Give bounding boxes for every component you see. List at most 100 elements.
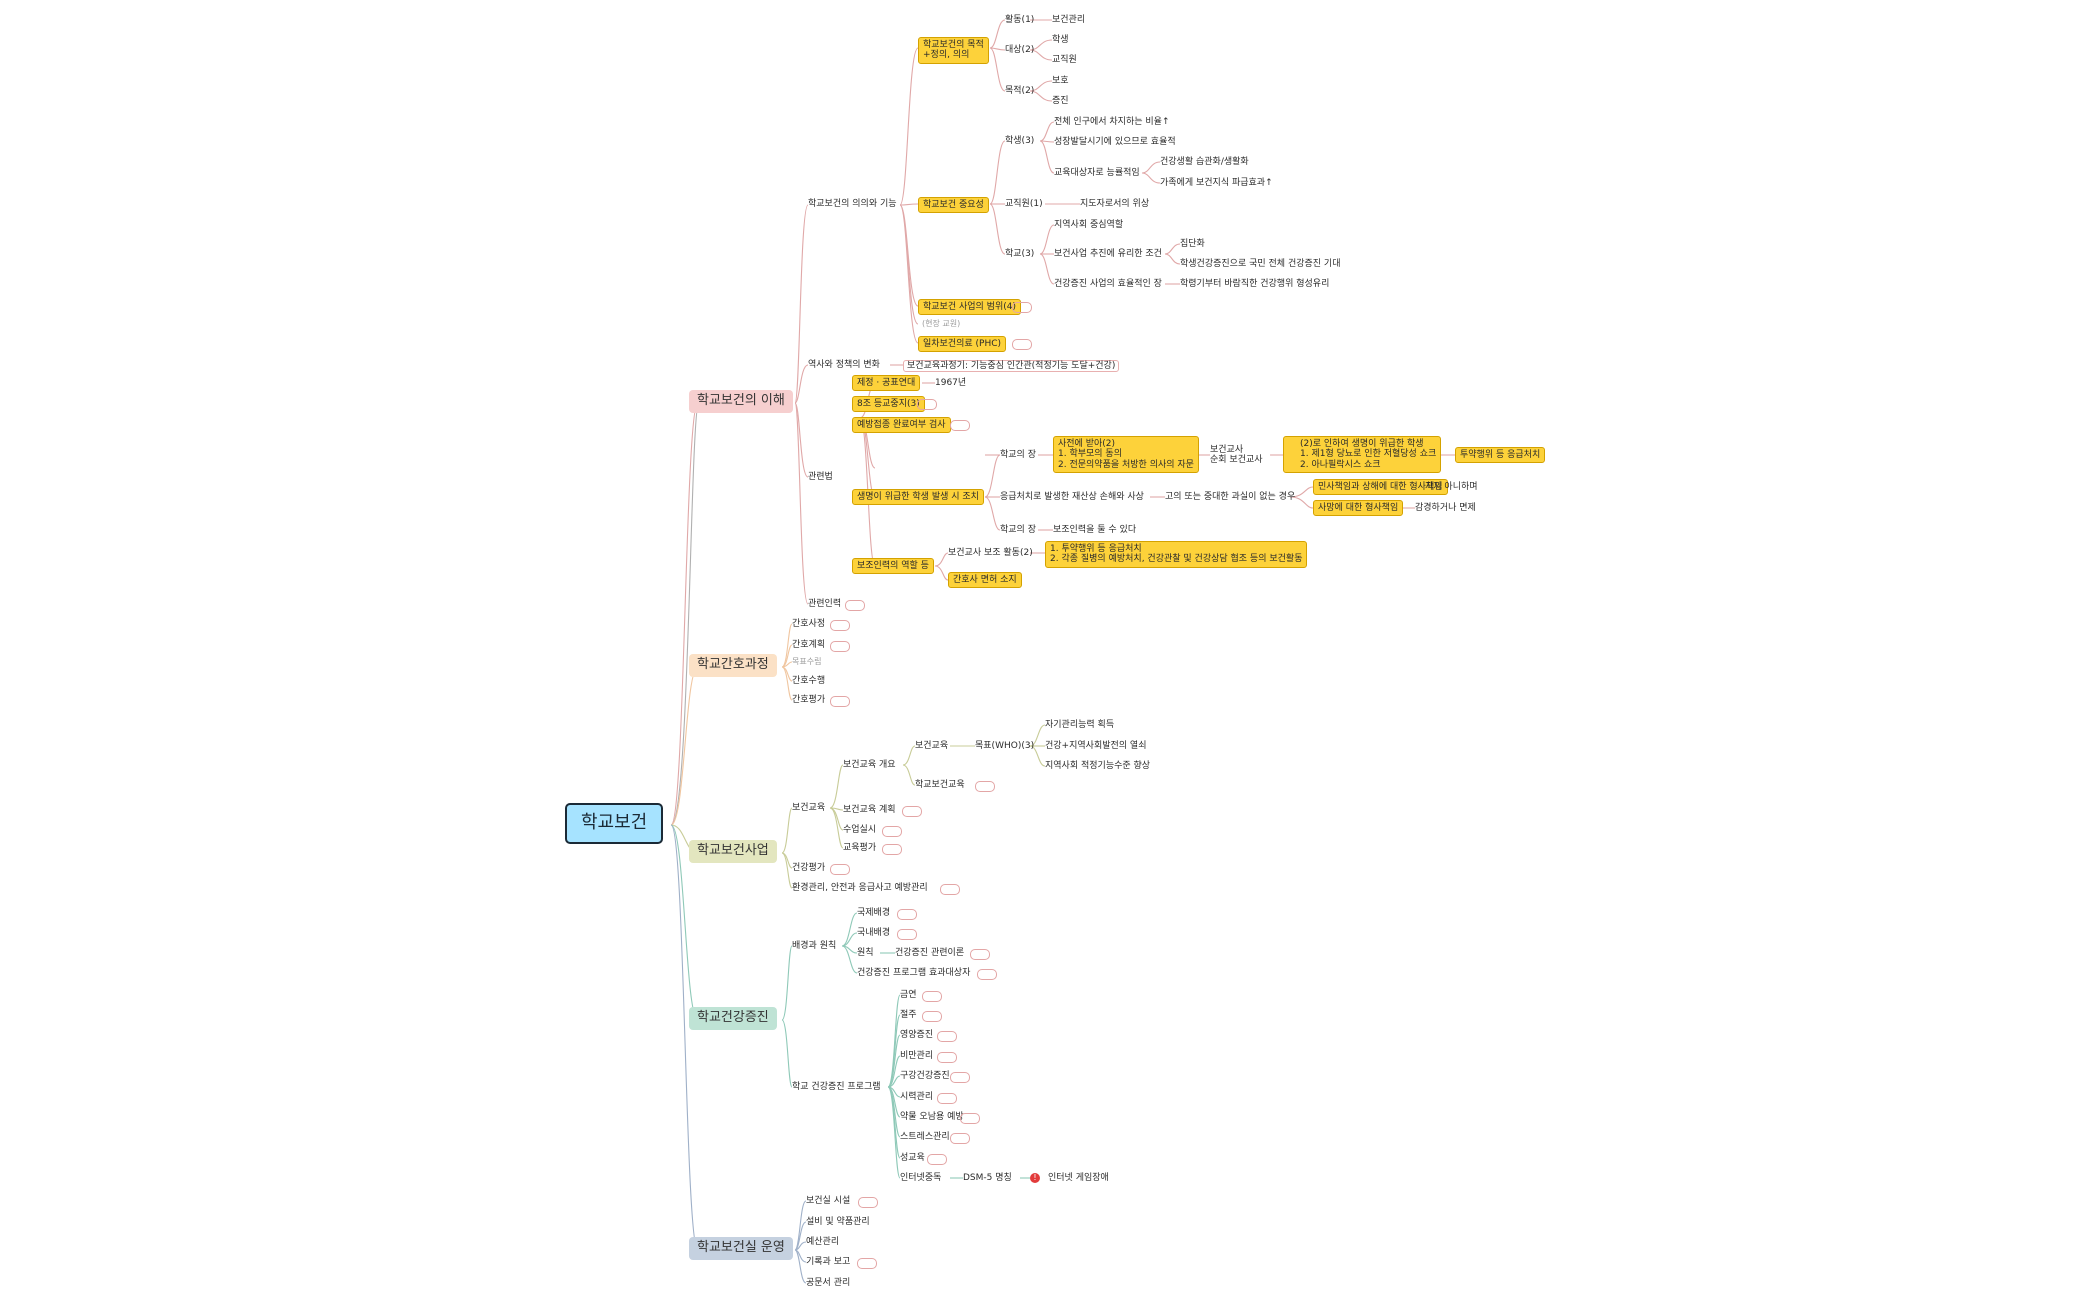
- node-health-edu[interactable]: 보건교육: [792, 803, 826, 813]
- collapse-badge[interactable]: [927, 1154, 947, 1165]
- node-early[interactable]: 학령기부터 바람직한 건강행위 형성유리: [1180, 279, 1330, 289]
- node-environment[interactable]: 환경관리, 안전과 응급사고 예방관리: [792, 883, 928, 893]
- collapse-badge[interactable]: [950, 1133, 970, 1144]
- node-growth-period[interactable]: 성장발달시기에 있으므로 효율적: [1054, 137, 1176, 147]
- node-background[interactable]: 배경과 원칙: [792, 941, 837, 951]
- branch-understanding[interactable]: 학교보건의 이해: [689, 390, 793, 413]
- root-node[interactable]: 학교보건: [565, 803, 664, 844]
- collapse-badge[interactable]: [897, 929, 917, 940]
- node-health-mgmt[interactable]: 보건관리: [1052, 15, 1086, 25]
- collapse-badge[interactable]: [922, 1011, 942, 1022]
- node-goal[interactable]: 목적(2): [1005, 86, 1035, 96]
- node-operation-item[interactable]: 공문서 관리: [806, 1278, 851, 1288]
- node-promote[interactable]: 증진: [1052, 96, 1069, 106]
- branch-health-program[interactable]: 학교보건사업: [689, 840, 777, 863]
- node-who-goal[interactable]: 목표(WHO)(3): [975, 741, 1035, 751]
- node-negligence[interactable]: 고의 또는 중대한 과실이 없는 경우: [1165, 492, 1296, 502]
- node-domestic[interactable]: 국내배경: [857, 928, 891, 938]
- node-student3[interactable]: 학생(3): [1005, 136, 1035, 146]
- node-edu-target[interactable]: 교육대상자로 능률적임: [1054, 168, 1140, 178]
- node-emergency[interactable]: 생명이 위급한 학생 발생 시 조치: [852, 489, 984, 506]
- node-operation-item[interactable]: 기록과 보고: [806, 1257, 851, 1267]
- node-civil[interactable]: 민사책임과 상해에 대한 형사책임: [1313, 479, 1448, 496]
- collapse-badge[interactable]: [922, 991, 942, 1002]
- node-operation-item[interactable]: 설비 및 약품관리: [806, 1217, 870, 1227]
- node-assist-hire[interactable]: 보조인력을 둘 수 있다: [1053, 525, 1137, 535]
- node-prior-consent[interactable]: 사전에 받아(2) 1. 학부모의 동의 2. 전문의약품을 처방한 의사의 자…: [1053, 436, 1199, 474]
- node-urgent-student[interactable]: (2)로 인하여 생명이 위급한 학생 1. 제1형 당뇨로 인한 저혈당성 쇼…: [1283, 436, 1442, 474]
- collapse-badge[interactable]: [882, 844, 902, 855]
- node-assist-list[interactable]: 1. 투약행위 등 응급처치 2. 각종 질병의 예방처치, 건강관찰 및 건강…: [1045, 541, 1308, 568]
- collapse-badge[interactable]: [937, 1052, 957, 1063]
- node-class[interactable]: 수업실시: [843, 825, 877, 835]
- node-enact[interactable]: 제정 · 공표연대: [852, 375, 921, 392]
- branch-health-room[interactable]: 학교보건실 운영: [689, 1237, 793, 1260]
- node-program-item[interactable]: 영양증진: [900, 1030, 934, 1040]
- node-staff-related[interactable]: 관련인력: [808, 599, 842, 609]
- node-principle[interactable]: 원칙: [857, 948, 874, 958]
- node-health-teacher[interactable]: 보건교사 순회 보건교사: [1210, 445, 1263, 466]
- node-favorable[interactable]: 보건사업 추진에 유리한 조건: [1054, 249, 1162, 259]
- collapse-badge[interactable]: [977, 969, 997, 980]
- node-reduce[interactable]: 감경하거나 면제: [1415, 503, 1476, 513]
- node-staff[interactable]: 교직원: [1052, 55, 1077, 65]
- node-not-liable[interactable]: 지지 아니하며: [1425, 482, 1478, 492]
- node-nursing-assess[interactable]: 간호사정: [792, 619, 826, 629]
- node-program-item[interactable]: 절주: [900, 1010, 917, 1020]
- node-operation-item[interactable]: 보건실 시설: [806, 1196, 851, 1206]
- node-edu-overview[interactable]: 보건교육 개요: [843, 760, 896, 770]
- node-gaming[interactable]: 인터넷 게임장애: [1048, 1173, 1109, 1183]
- node-curriculum[interactable]: 보건교육과정기: 기능중심 인간관(적정기능 도달+건강): [903, 360, 1120, 373]
- node-optimal[interactable]: 지역사회 적정기능수준 향상: [1045, 761, 1151, 771]
- node-program-item[interactable]: 인터넷중독: [900, 1173, 942, 1183]
- branch-nursing-process[interactable]: 학교간호과정: [689, 654, 777, 677]
- node-family-spread[interactable]: 가족에게 보건지식 파급효과↑: [1160, 178, 1273, 188]
- collapse-badge[interactable]: [970, 949, 990, 960]
- node-self-care[interactable]: 자기관리능력 획득: [1045, 720, 1115, 730]
- collapse-badge[interactable]: [940, 884, 960, 895]
- node-group[interactable]: 집단화: [1180, 239, 1205, 249]
- node-phc[interactable]: 일차보건의료 (PHC): [918, 336, 1007, 353]
- node-assist-activity[interactable]: 보건교사 보조 활동(2): [948, 548, 1033, 558]
- node-program-item[interactable]: 스트레스관리: [900, 1132, 950, 1142]
- collapse-badge[interactable]: [830, 620, 850, 631]
- node-promotion-program[interactable]: 학교 건강증진 프로그램: [792, 1082, 881, 1092]
- node-place[interactable]: 건강증진 사업의 효율적인 장: [1054, 279, 1162, 289]
- node-principal[interactable]: 학교의 장: [1000, 450, 1036, 460]
- node-history[interactable]: 역사와 정책의 변화: [808, 360, 880, 370]
- node-program-item[interactable]: 약물 오남용 예방: [900, 1112, 964, 1122]
- node-dsm[interactable]: DSM-5 명칭: [963, 1173, 1012, 1183]
- collapse-badge[interactable]: [830, 696, 850, 707]
- node-role-model[interactable]: 지도자로서의 위상: [1080, 199, 1150, 209]
- node-program-item[interactable]: 성교육: [900, 1153, 925, 1163]
- node-edu-eval[interactable]: 교육평가: [843, 843, 877, 853]
- node-theory[interactable]: 건강증진 관련이론: [895, 948, 965, 958]
- node-nurse-license[interactable]: 간호사 면허 소지: [948, 572, 1022, 589]
- node-scope[interactable]: 학교보건 사업의 범위(4): [918, 299, 1021, 316]
- node-edu-plan[interactable]: 보건교육 계획: [843, 805, 896, 815]
- node-article8[interactable]: 8조 등교중지(3): [852, 396, 925, 413]
- node-pop-ratio[interactable]: 전체 인구에서 차지하는 비율↑: [1054, 117, 1170, 127]
- node-protect[interactable]: 보호: [1052, 76, 1069, 86]
- node-student[interactable]: 학생: [1052, 35, 1069, 45]
- collapse-badge[interactable]: [897, 909, 917, 920]
- node-nursing-plan[interactable]: 간호계획: [792, 640, 826, 650]
- collapse-badge[interactable]: [1012, 339, 1032, 350]
- node-nursing-implement[interactable]: 간호수행: [792, 676, 826, 686]
- collapse-badge[interactable]: [882, 826, 902, 837]
- node-purpose[interactable]: 학교보건의 목적 +정의, 의의: [918, 37, 989, 64]
- node-vaccination[interactable]: 예방접종 완료여부 검사: [852, 417, 951, 434]
- node-school-he[interactable]: 학교보건교육: [915, 780, 965, 790]
- collapse-badge[interactable]: [937, 1031, 957, 1042]
- node-principal2[interactable]: 학교의 장: [1000, 525, 1036, 535]
- node-community-center[interactable]: 지역사회 중심역할: [1054, 220, 1124, 230]
- node-intl[interactable]: 국제배경: [857, 908, 891, 918]
- node-year[interactable]: 1967년: [935, 378, 967, 388]
- node-community[interactable]: 건강+지역사회발전의 열쇠: [1045, 741, 1147, 751]
- collapse-badge[interactable]: [845, 600, 865, 611]
- collapse-badge[interactable]: [830, 641, 850, 652]
- node-target[interactable]: 대상(2): [1005, 45, 1035, 55]
- node-injection[interactable]: 투약행위 등 응급처치: [1455, 447, 1546, 464]
- node-assist-role[interactable]: 보조인력의 역할 등: [852, 558, 934, 575]
- node-meaning-function[interactable]: 학교보건의 의의와 기능: [808, 199, 897, 209]
